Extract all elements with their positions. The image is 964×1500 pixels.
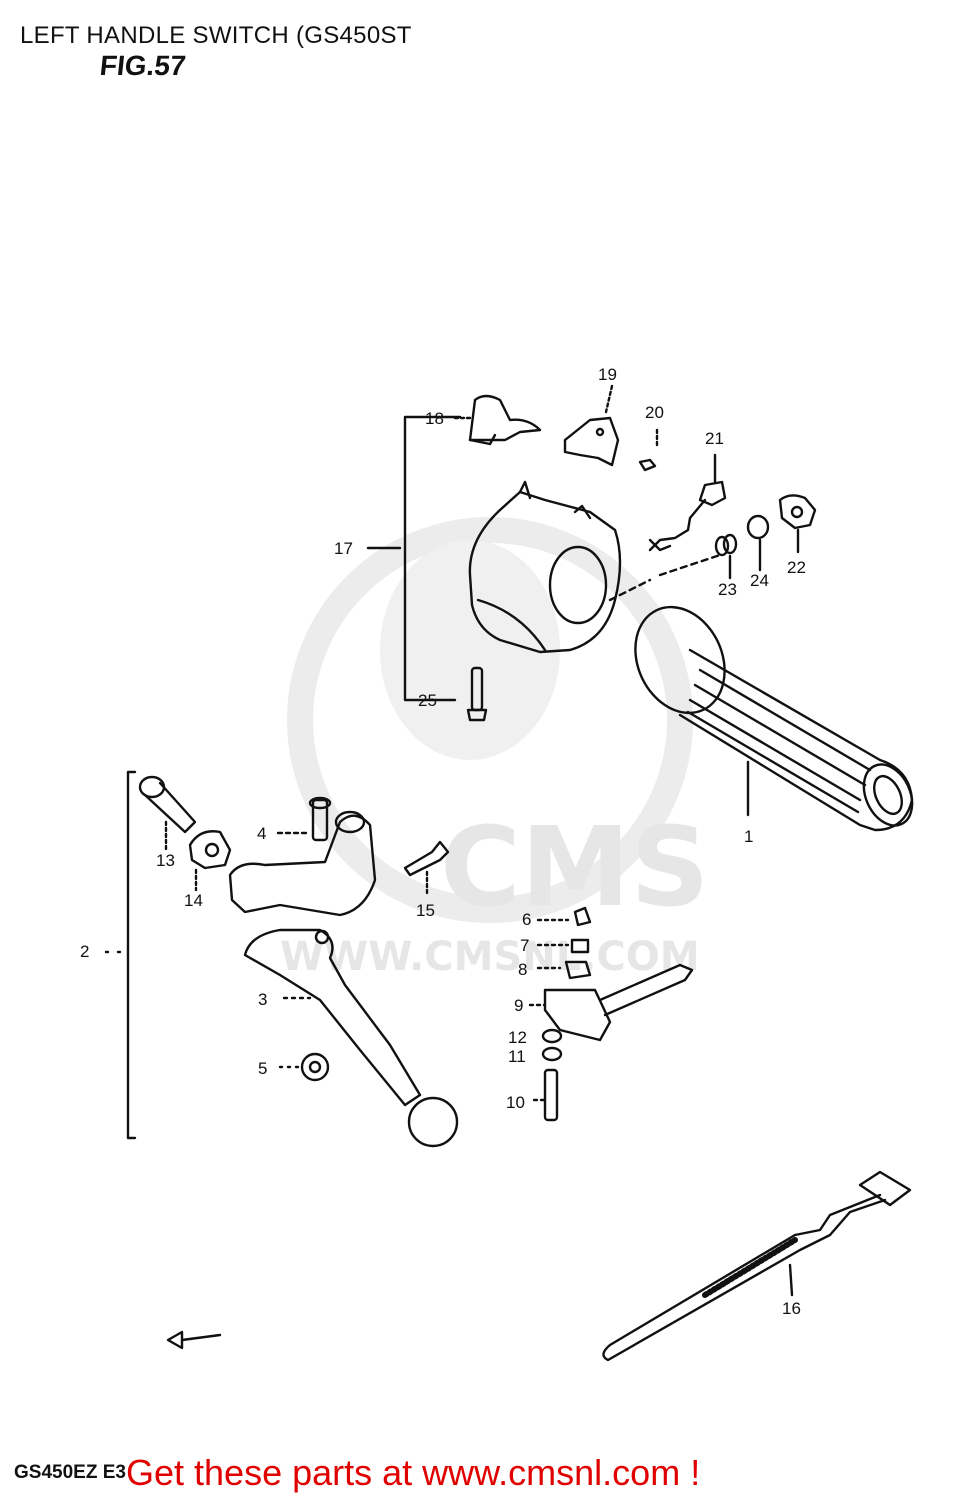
model-code: GS450EZ E3 bbox=[14, 1462, 126, 1483]
parts-6-12-switch bbox=[528, 906, 694, 1122]
parts-banner-link[interactable]: Get these parts at www.cmsnl.com ! bbox=[126, 1452, 701, 1493]
callout-8: 8 bbox=[518, 960, 527, 979]
part-22-nut bbox=[778, 494, 817, 554]
part-16-cable-tie bbox=[602, 1170, 912, 1362]
callout-14: 14 bbox=[184, 891, 203, 910]
part-24-ball bbox=[746, 514, 770, 572]
part-21-lever bbox=[648, 453, 727, 552]
part-17-housing bbox=[468, 480, 722, 654]
part-1-grip bbox=[634, 605, 914, 832]
callout-20: 20 bbox=[645, 403, 664, 422]
part-18-knob bbox=[468, 394, 542, 446]
watermark-brand: CMS bbox=[440, 803, 709, 931]
direction-mark bbox=[166, 1330, 222, 1350]
callout-2: 2 bbox=[80, 942, 89, 961]
bracket-2 bbox=[104, 770, 137, 1140]
part-3-lever bbox=[243, 928, 459, 1148]
callout-15: 15 bbox=[416, 901, 435, 920]
part-19-knob bbox=[563, 416, 620, 467]
callout-10: 10 bbox=[506, 1093, 525, 1112]
callout-18: 18 bbox=[425, 409, 444, 428]
callout-7: 7 bbox=[520, 936, 529, 955]
part-5-nut bbox=[278, 1052, 330, 1082]
part-23-spring bbox=[714, 533, 738, 580]
callout-5: 5 bbox=[258, 1059, 267, 1078]
callout-17: 17 bbox=[334, 539, 353, 558]
callout-13: 13 bbox=[156, 851, 175, 870]
page-title: LEFT HANDLE SWITCH (GS450ST bbox=[20, 22, 412, 49]
part-4-holder bbox=[228, 796, 377, 917]
callout-4: 4 bbox=[257, 824, 266, 843]
part-15-screw bbox=[403, 840, 450, 897]
bracket-17 bbox=[366, 415, 462, 702]
callout-24: 24 bbox=[750, 571, 769, 590]
callout-12: 12 bbox=[508, 1028, 527, 1047]
callout-23: 23 bbox=[718, 580, 737, 599]
callout-11: 11 bbox=[508, 1047, 526, 1066]
callout-1: 1 bbox=[744, 827, 753, 846]
callout-3: 3 bbox=[258, 990, 267, 1009]
part-13-bolt bbox=[138, 775, 197, 852]
callout-25: 25 bbox=[418, 691, 437, 710]
part-25-screw bbox=[466, 666, 488, 722]
callout-21: 21 bbox=[705, 429, 724, 448]
callout-22: 22 bbox=[787, 558, 806, 577]
callout-9: 9 bbox=[514, 996, 523, 1015]
watermark-url: WWW.CMSNL.COM bbox=[280, 934, 700, 980]
watermark: CMS WWW.CMSNL.COM bbox=[280, 517, 709, 980]
callout-6: 6 bbox=[522, 910, 531, 929]
callout-16: 16 bbox=[782, 1299, 801, 1318]
part-14-nut bbox=[188, 830, 232, 892]
callouts: 1 2 3 4 5 6 7 8 9 10 11 12 13 14 15 16 1… bbox=[80, 365, 806, 1318]
callout-19: 19 bbox=[598, 365, 617, 384]
part-20-screw bbox=[638, 428, 659, 472]
